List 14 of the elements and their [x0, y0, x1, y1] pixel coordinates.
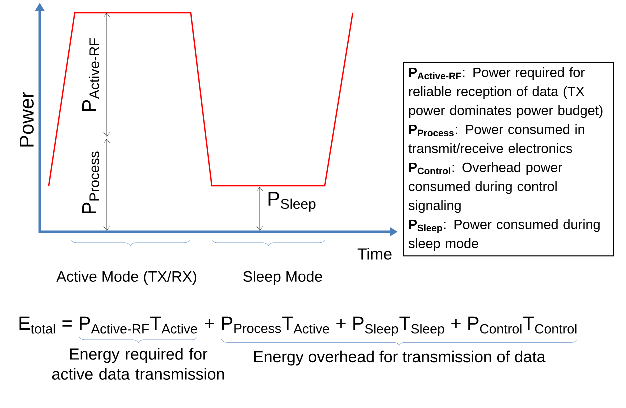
brace-caption: Energy overhead for transmission of data [254, 350, 546, 366]
formula: $\text{E}_{\text{total}}\text{ = }$ [20, 316, 72, 334]
definition-box: P$_{Active-RF}$: Power required for reliable reception of data (TX power dominates power budget) P$_{Process}$: Power consumed in transmit/receive electronics P$_{Control}$: Overhead power consumed during control signaling P$_{Sleep}$: Power consumed during sleep mode [403, 62, 614, 257]
mode-label: Active Mode (TX/RX) [56, 271, 196, 285]
quantity-label: P$_{Active-RF}$ [82, 38, 100, 111]
brace-caption: Energy required for active data transmission [52, 348, 224, 380]
formula: $\text{P}_{\text{Process}}\text{T}_{\text{Active}}\text{ + P}_{\text{Sleep}}\text{T}_{\text{Sleep}}\text{ + P}_{\text{Control}}\text{T}_{\text{Control}}$ [222, 316, 577, 336]
quantity-label: P$_{Process}$ [82, 152, 100, 214]
formula: $\text{ + }$ [205, 319, 214, 328]
axis-title: Power [20, 92, 34, 147]
mode-label: Sleep Mode [244, 271, 322, 285]
quantity-label: P$_{Sleep}$ [268, 192, 316, 212]
formula: $\text{P}_{\text{Active-RF}}\text{T}_{\text{Active}}$ [80, 316, 198, 334]
axis-title: Time [358, 248, 392, 260]
